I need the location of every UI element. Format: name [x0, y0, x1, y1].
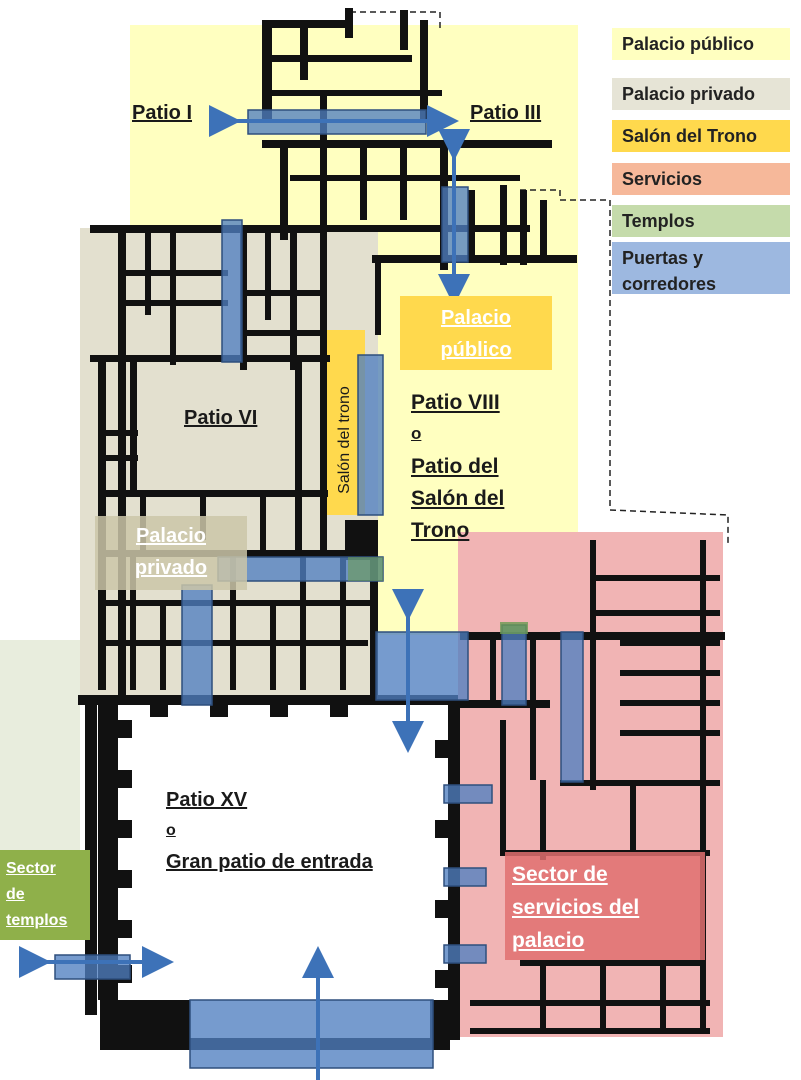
label-services-2: servicios del	[512, 896, 640, 919]
label-patio-8-alt-1: Patio del	[411, 455, 499, 478]
arrows	[19, 105, 470, 1080]
corridor-door-3	[443, 944, 487, 964]
corridor-door-1	[443, 784, 493, 804]
label-patio-1: Patio I	[132, 102, 193, 124]
label-services-1: Sector de	[512, 863, 608, 886]
label-patio-8: Patio VIII	[411, 391, 500, 414]
wall-buttresses	[118, 705, 449, 988]
legend-item-1: Palacio público	[612, 28, 790, 60]
label-patio-15-or: o	[166, 822, 176, 839]
corridor-services-2	[560, 631, 584, 783]
corridor-private-green	[348, 557, 383, 581]
corridor-services-1	[501, 624, 527, 706]
label-public-1: Palacio	[440, 307, 512, 329]
label-patio-3: Patio III	[470, 102, 542, 124]
corridor-services-green	[500, 622, 528, 634]
corridor-temples	[54, 954, 131, 980]
corridor-door-2	[443, 867, 487, 887]
label-temples-2: de	[6, 886, 25, 903]
label-services-3: palacio	[512, 929, 585, 952]
legend-item-2: Palacio privado	[612, 78, 790, 110]
label-throne-room: Salón del trono	[336, 386, 353, 494]
label-patio-15-alt: Gran patio de entrada	[166, 851, 373, 873]
zone-temples	[0, 850, 90, 940]
private-label-box	[95, 516, 247, 590]
label-public-2: público	[440, 339, 512, 361]
legend-item-5: Templos	[612, 205, 790, 237]
corridor-throne	[357, 354, 384, 516]
legend-item-6: Puertas y corredores	[612, 242, 790, 294]
label-temples-3: templos	[6, 912, 68, 929]
public-label-box	[400, 296, 552, 370]
label-patio-8-alt-2: Salón del	[411, 487, 505, 510]
corridor-central-gate	[375, 631, 469, 701]
corridor-private-west	[181, 584, 213, 706]
corridor-main-gate	[189, 999, 434, 1069]
corridor-private-north	[221, 219, 243, 363]
dashed-outline	[350, 11, 729, 545]
legend-item-3: Salón del Trono	[612, 120, 790, 152]
label-private-2: privado	[134, 557, 208, 579]
label-patio-8-or: o	[411, 424, 422, 443]
label-patio-15: Patio XV	[166, 789, 248, 811]
label-patio-8-alt-3: Trono	[411, 519, 470, 542]
label-temples-1: Sector	[6, 860, 56, 877]
label-patio-6: Patio VI	[184, 407, 258, 429]
legend-item-4: Servicios	[612, 163, 790, 195]
services-label-box	[505, 852, 705, 960]
label-private-1: Palacio	[135, 525, 207, 547]
